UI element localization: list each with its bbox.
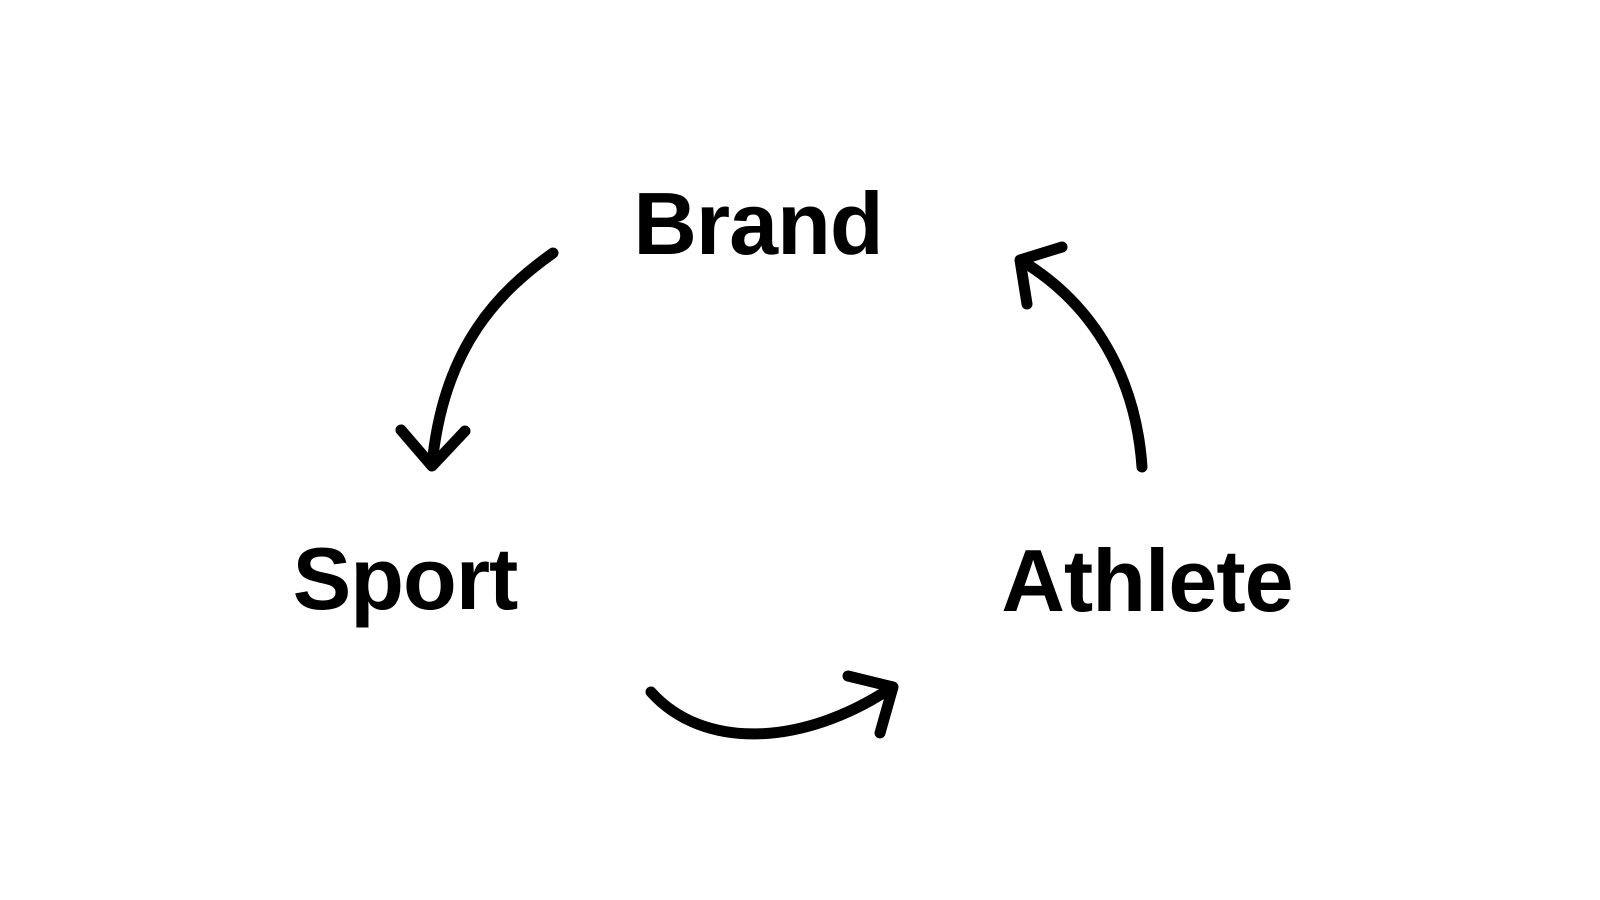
node-label-brand: Brand	[633, 174, 883, 273]
arrow-athlete-to-brand-icon	[1014, 241, 1148, 473]
node-label-athlete: Athlete	[1001, 531, 1293, 630]
arrow-brand-to-sport-icon	[395, 247, 559, 472]
node-label-sport: Sport	[292, 529, 519, 628]
arrow-sport-to-athlete-icon	[645, 670, 899, 740]
